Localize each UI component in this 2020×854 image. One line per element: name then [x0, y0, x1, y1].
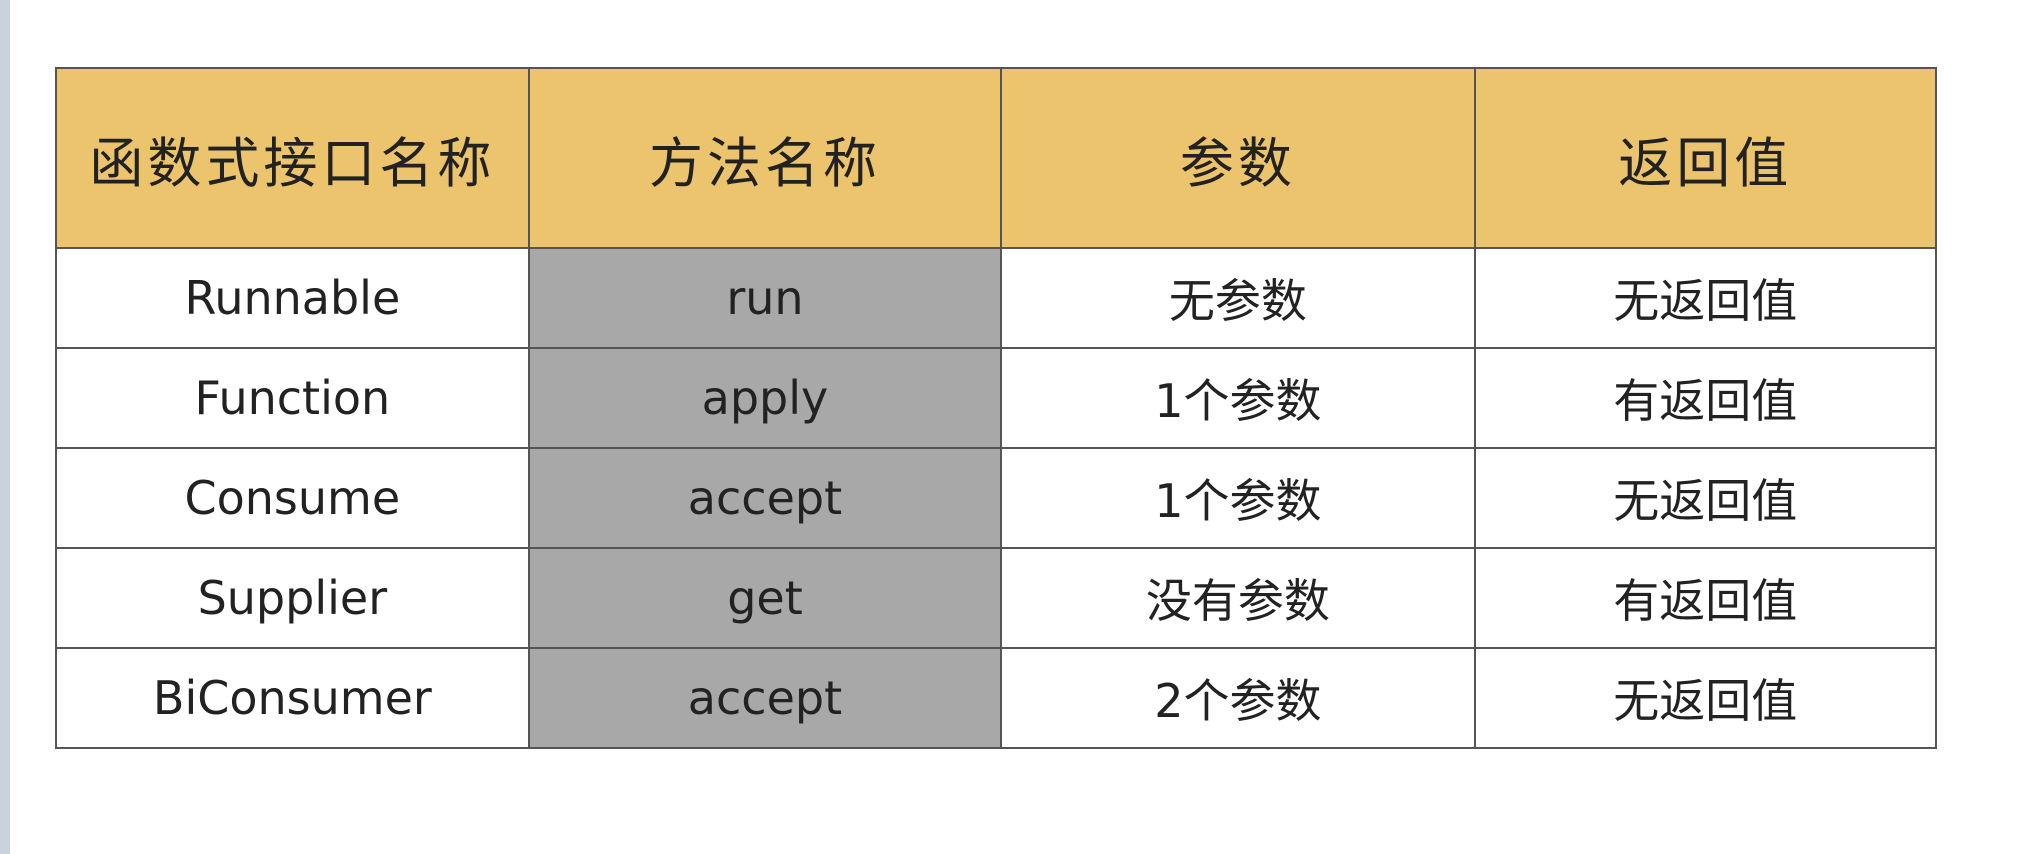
method-cell: accept — [527, 447, 1003, 549]
return-cell: 有返回值 — [1473, 547, 1938, 649]
interface-cell: Runnable — [55, 247, 530, 349]
params-cell: 1个参数 — [1000, 347, 1476, 449]
return-cell: 无返回值 — [1473, 647, 1938, 749]
header-return: 返回值 — [1473, 67, 1938, 249]
left-edge-strip — [0, 0, 10, 854]
header-interface-name: 函数式接口名称 — [55, 67, 530, 249]
method-cell: run — [527, 247, 1003, 349]
method-cell: accept — [527, 647, 1003, 749]
params-cell: 1个参数 — [1000, 447, 1476, 549]
method-cell: apply — [527, 347, 1003, 449]
interface-cell: Function — [55, 347, 530, 449]
header-params: 参数 — [1000, 67, 1476, 249]
params-cell: 2个参数 — [1000, 647, 1476, 749]
params-cell: 无参数 — [1000, 247, 1476, 349]
header-method-name: 方法名称 — [527, 67, 1003, 249]
return-cell: 无返回值 — [1473, 247, 1938, 349]
header-row: 函数式接口名称 方法名称 参数 返回值 — [55, 67, 1938, 249]
method-cell: get — [527, 547, 1003, 649]
params-cell: 没有参数 — [1000, 547, 1476, 649]
interface-cell: BiConsumer — [55, 647, 530, 749]
interface-cell: Consume — [55, 447, 530, 549]
interface-cell: Supplier — [55, 547, 530, 649]
return-cell: 无返回值 — [1473, 447, 1938, 549]
return-cell: 有返回值 — [1473, 347, 1938, 449]
